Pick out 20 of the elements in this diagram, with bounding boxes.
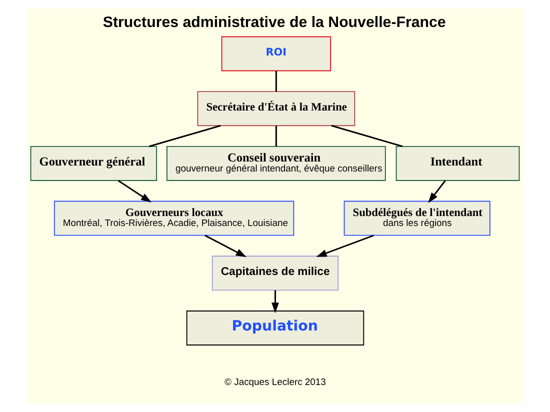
- node-box: Secrétaire d'État à la Marine: [197, 91, 356, 126]
- node-box: Population: [186, 310, 364, 346]
- diagram-title: Structures administrative de la Nouvelle-France: [102, 14, 446, 32]
- node-box: Gouverneurs locaux Montréal, Trois-Rivières, Acadie, Plaisance, Louisiane: [54, 200, 294, 236]
- node-box: Intendant: [396, 146, 520, 181]
- node-box: Gouverneur général: [30, 146, 158, 181]
- label: © Jacques Leclerc 2013: [224, 377, 326, 388]
- connector: [149, 124, 221, 148]
- arrow: [118, 180, 152, 203]
- connector: [275, 70, 277, 92]
- node-box: Subdélégués de l'intendant dans les régions: [344, 200, 490, 236]
- node-box: Capitaines de milice: [212, 256, 339, 291]
- node-box: Conseil souverain gouverneur général intendant, évêque conseillers: [166, 146, 386, 181]
- arrow: [204, 234, 247, 258]
- node-box: ROI: [221, 36, 332, 72]
- arrow: [316, 234, 374, 257]
- connector: [331, 124, 403, 148]
- arrow: [272, 290, 279, 314]
- arrow: [428, 180, 446, 204]
- connector: [275, 126, 277, 146]
